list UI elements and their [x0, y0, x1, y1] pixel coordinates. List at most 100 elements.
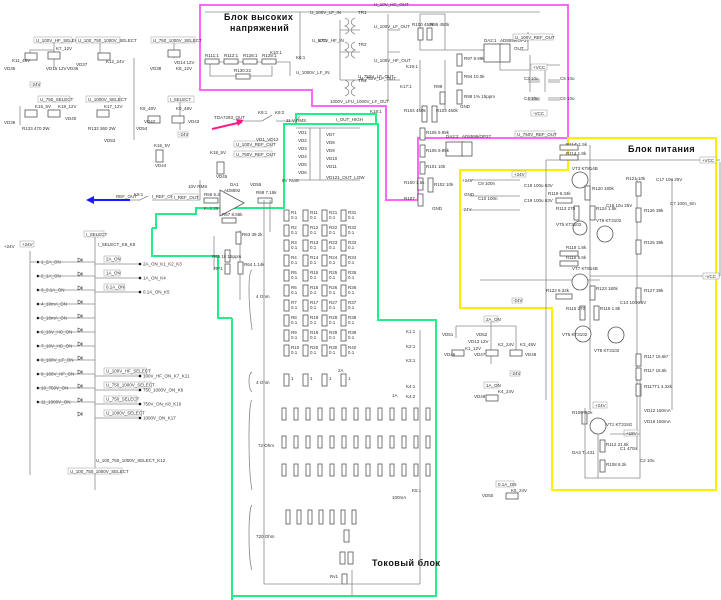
svg-text:VD44: VD44: [155, 163, 167, 168]
shunt-resistor-id: R18: [310, 315, 319, 320]
u750v-ref-out-text: U_750V_REF_OUT: [517, 132, 557, 137]
high-voltage-block-outline: [199, 4, 569, 201]
svg-text:R68 7.15k: R68 7.15k: [256, 190, 277, 195]
r128-resistor: [242, 58, 258, 65]
shunt-resistor: [302, 329, 309, 342]
svg-text:DA3 TL431: DA3 TL431: [572, 450, 595, 455]
shunt-72ohm-resistor: [413, 463, 419, 477]
shunt-resistor-value: 0.1: [291, 275, 298, 280]
transistor-vt5b: [574, 325, 592, 343]
svg-text:R104 450k: R104 450k: [404, 108, 427, 113]
shunt-resistor-id: R31: [348, 210, 357, 215]
shunt-resistor-value: 0.1: [348, 230, 355, 235]
shunt-4ohm-resistor: [340, 373, 347, 387]
svg-text:I_SELECT: I_SELECT: [86, 232, 108, 237]
shunt-resistor-id: R40: [348, 345, 357, 350]
svg-text:VD121_OUT_LOW: VD121_OUT_LOW: [326, 175, 365, 180]
shunt-resistor-value: 0.1: [329, 350, 336, 355]
shunt-72ohm-resistor: [317, 435, 323, 449]
shunt-resistor: [321, 299, 328, 312]
svg-text:C19 100u 63V: C19 100u 63V: [524, 198, 553, 203]
svg-text:R132 360 2W: R132 360 2W: [88, 126, 116, 131]
svg-text:U_100V_LF_OUT: U_100V_LF_OUT: [374, 24, 410, 29]
svg-text:R117 15.6k*: R117 15.6k*: [644, 354, 669, 359]
shunt-resistor-id: R19: [310, 330, 319, 335]
shunt-resistor-value: 0.1: [348, 320, 355, 325]
svg-text:VD52: VD52: [476, 332, 488, 337]
svg-text:R97 9.99k: R97 9.99k: [464, 56, 485, 61]
svg-text:K18:1: K18:1: [370, 109, 382, 114]
relay-k14: [167, 49, 181, 58]
svg-text:VT5 KT3102: VT5 KT3102: [562, 332, 588, 337]
shunt-72ohm-resistor: [401, 407, 407, 421]
relay-k19: [47, 109, 61, 118]
shunt-72ohm-resistor: [293, 407, 299, 421]
svg-text:K6:1: K6:1: [296, 55, 306, 60]
selector-row: 4_10mA_ON: [36, 299, 95, 307]
svg-text:R127 39k: R127 39k: [644, 288, 664, 293]
svg-text:-VCC: -VCC: [533, 111, 545, 116]
shunt-resistor-value: 0.1: [348, 275, 355, 280]
svg-text:+18V: +18V: [626, 431, 637, 436]
svg-text:VD10: VD10: [326, 156, 338, 161]
svg-text:K16_5V: K16_5V: [154, 143, 170, 148]
shunt-72ohm-resistor: [329, 435, 335, 449]
svg-text:K5:1: K5:1: [412, 488, 422, 493]
shunt-resistor-value: 0.1: [310, 290, 317, 295]
selector-row: 6_10V_HC_ON: [36, 327, 95, 335]
shunt-resistor-id: R24: [329, 255, 338, 260]
selector-box: U_750_SELECT: [106, 397, 140, 402]
shunt-72ohm-resistor: [377, 435, 383, 449]
shunt-resistor-id: R22: [329, 225, 338, 230]
svg-text:I_REF_OUT: I_REF_OUT: [174, 195, 199, 200]
selector-box: 0.1A_ON: [106, 285, 125, 290]
svg-text:+24V: +24V: [595, 403, 606, 408]
shunt-resistor: [340, 254, 347, 267]
u750v-ref-out-mid: [233, 150, 273, 158]
plus24v-label: [19, 240, 35, 248]
svg-text:R128:1: R128:1: [243, 53, 258, 58]
svg-text:-24V: -24V: [31, 82, 41, 87]
shunt-resistor-value: 0.1: [329, 335, 336, 340]
svg-text:U_100_750_1000V_SELECT: U_100_750_1000V_SELECT: [70, 469, 129, 474]
svg-text:R126 39k: R126 39k: [644, 208, 664, 213]
shunt-72ohm-resistor: [413, 407, 419, 421]
r91-resistor: [347, 551, 354, 565]
svg-text:4 Ohm: 4 Ohm: [256, 294, 270, 299]
svg-text:R100 450k: R100 450k: [412, 22, 435, 27]
svg-text:R65 1k 15ppm: R65 1k 15ppm: [212, 254, 242, 259]
shunt-720ohm-resistor: [296, 509, 302, 525]
svg-text:I_SELECT: I_SELECT: [170, 97, 192, 102]
svg-text:R64 1.14k: R64 1.14k: [244, 262, 265, 267]
shunt-72ohm-resistor: [365, 463, 371, 477]
relay-k15: [24, 109, 38, 118]
svg-text:C4 10u: C4 10u: [524, 96, 539, 101]
r129-resistor: [261, 58, 277, 65]
select-k12-label: U_100_750_1000V_SELECT_K12: [96, 458, 166, 463]
shunt-720ohm-resistor: [351, 509, 357, 525]
shunt-resistor: [340, 209, 347, 222]
svg-text:VT1 KT315G: VT1 KT315G: [606, 422, 633, 427]
svg-text:TR2: TR2: [358, 42, 367, 47]
shunt-resistor-value: 0.1: [291, 320, 298, 325]
svg-text:R133 470 2W: R133 470 2W: [22, 126, 50, 131]
svg-text:VD9: VD9: [326, 148, 335, 153]
r111-resistor: [204, 58, 220, 65]
svg-text:K7_12V: K7_12V: [56, 46, 72, 51]
svg-text:K2_24V: K2_24V: [498, 342, 514, 347]
svg-text:R113 270: R113 270: [556, 206, 576, 211]
svg-text:VT5 KT3102: VT5 KT3102: [556, 222, 582, 227]
svg-text:VD3: VD3: [298, 146, 307, 151]
svg-text:VD4: VD4: [298, 154, 307, 159]
selector-output: 750_1000V_ON_K6: [143, 388, 184, 393]
svg-text:R103 450k: R103 450k: [436, 108, 459, 113]
shunt-resistor-id: R32: [348, 225, 357, 230]
shunt-resistor-id: R36: [348, 285, 357, 290]
svg-text:K10:1: K10:1: [270, 50, 282, 55]
hv-labels: U_100V_LF_IN U_100V_HF_IN U_1000V_LF_IN …: [270, 2, 418, 114]
i-ref-out-label: I_REF_OUT: [152, 194, 177, 199]
selector-output: 0.1A_ON_K5: [143, 290, 170, 295]
svg-text:K5_24V: K5_24V: [511, 488, 527, 493]
